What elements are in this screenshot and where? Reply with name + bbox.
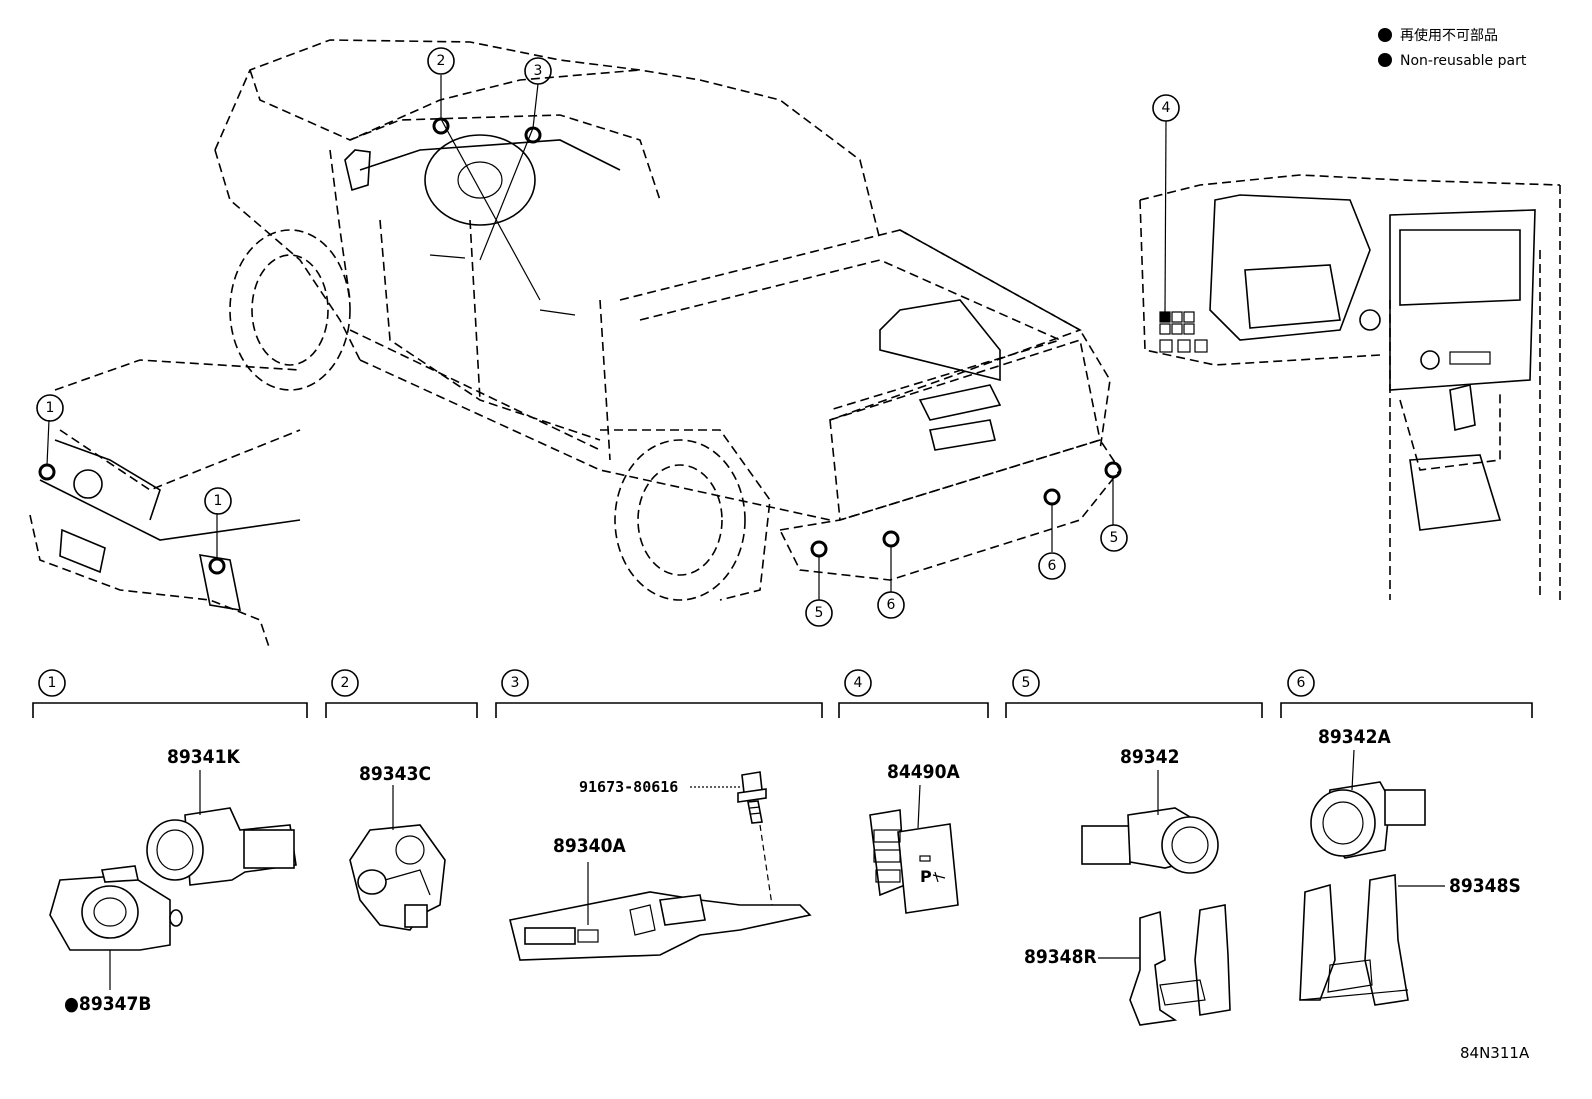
switch-location-4 [1160,312,1170,322]
legend-jp: 再使用不可部品 [1400,27,1498,44]
part-89340A-label: 89340A [553,835,626,857]
group-1-number: 1 [48,675,57,691]
ultrasonic-sensor-89342A [1310,781,1426,859]
switch-p-icon: P [920,867,932,886]
part-91673-80616-label: 91673-80616 [579,778,678,796]
sensor-location-5b [1104,461,1122,479]
legend: 再使用不可部品 Non-reusable part [1378,27,1527,69]
callout-5a: 5 [815,605,824,621]
sensor-location-6b [1043,488,1061,506]
group-5-number: 5 [1022,675,1031,691]
pickup-truck-illustration [214,39,1122,601]
group-3-parts: 91673-80616 89340A [509,771,812,961]
dashboard-illustration [1139,120,1561,600]
sonar-switch-84490A: P [869,809,959,914]
retainer-89348R [1129,904,1231,1026]
ecu-89340A [509,891,812,961]
legend-dot-jp [1378,28,1392,42]
retainer-89348S [1299,874,1409,1006]
part-89341K-label: 89341K [167,746,240,768]
sensor-location-1b [208,557,226,575]
group-4-parts: P 84490A [869,761,960,914]
part-89348R-label: 89348R [1024,946,1097,968]
sensor-location-6a [882,530,900,548]
part-84490A-label: 84490A [887,761,960,783]
callout-5b: 5 [1110,530,1119,546]
legend-en: Non-reusable part [1400,53,1527,69]
front-bumper-illustration [29,359,301,651]
group-1-parts: 89341K ●89347B [49,746,297,1015]
callouts-upper: 2 3 1 1 4 5 6 6 5 [36,47,1180,627]
group-6-number: 6 [1297,675,1306,691]
group-3-number: 3 [511,675,520,691]
ultrasonic-sensor-89341K [146,807,297,886]
callout-6a: 6 [887,597,896,613]
part-89342A-label: 89342A [1318,726,1391,748]
diagram-code: 84N311A [1460,1044,1530,1062]
part-89343C-label: 89343C [359,763,431,785]
callout-1a: 1 [46,400,55,416]
part-89348S-label: 89348S [1449,875,1521,897]
legend-dot-en [1378,53,1392,67]
group-2-number: 2 [341,675,350,691]
sensor-location-1a [38,463,56,481]
non-reusable-marker: ● [64,993,79,1015]
group-2-parts: 89343C [349,763,446,931]
group-6-parts: 89342A 89348S [1299,726,1521,1006]
group-headers: 1 2 3 4 5 6 [32,669,1533,718]
group-4-number: 4 [854,675,863,691]
callout-2: 2 [437,53,446,69]
sensor-location-2 [432,117,450,135]
camera-sensor-89343C [349,824,446,931]
callout-1b: 1 [214,493,223,509]
callout-6b: 6 [1048,558,1057,574]
callout-4: 4 [1162,100,1171,116]
retainer-89347B [49,865,183,951]
part-89347B-label: ●89347B [64,993,151,1015]
ultrasonic-sensor-89342 [1081,807,1219,874]
group-5-parts: 89342 89348R [1024,746,1231,1026]
callout-3: 3 [534,63,543,79]
sensor-location-5a [810,540,828,558]
part-89342-label: 89342 [1120,746,1179,768]
bolt-91673-80616 [737,771,767,824]
